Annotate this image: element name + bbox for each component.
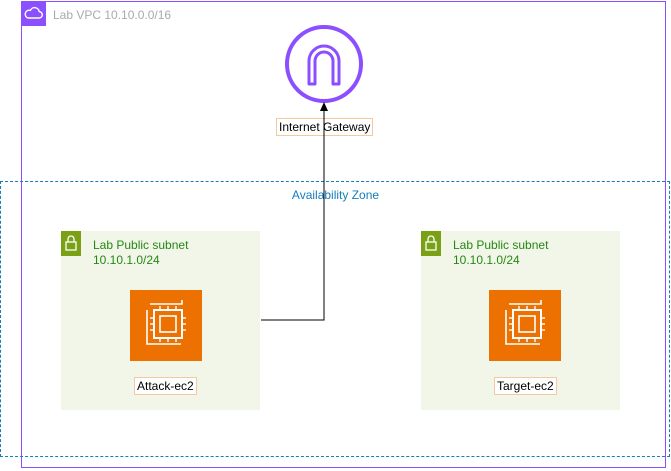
cloud-icon bbox=[21, 1, 46, 26]
ec2-chip-icon bbox=[489, 290, 561, 361]
subnet-2-name: Lab Public subnet bbox=[453, 238, 549, 252]
ec2-chip-icon bbox=[130, 290, 202, 361]
vpc-label: Lab VPC 10.10.0.0/16 bbox=[53, 8, 172, 22]
subnet-2-cidr: 10.10.1.0/24 bbox=[453, 253, 520, 267]
lock-icon bbox=[61, 231, 81, 256]
subnet-1-cidr: 10.10.1.0/24 bbox=[93, 253, 160, 267]
attack-ec2-label: Attack-ec2 bbox=[134, 377, 197, 395]
target-ec2-label: Target-ec2 bbox=[494, 377, 557, 395]
internet-gateway-label: Internet Gateway bbox=[276, 118, 374, 136]
lock-icon bbox=[421, 231, 441, 256]
subnet-1-name: Lab Public subnet bbox=[93, 238, 189, 252]
internet-gateway-icon bbox=[284, 24, 364, 104]
availability-zone-label: Availability Zone bbox=[291, 188, 380, 202]
availability-zone-group bbox=[0, 181, 670, 457]
vpc-group bbox=[21, 1, 666, 468]
